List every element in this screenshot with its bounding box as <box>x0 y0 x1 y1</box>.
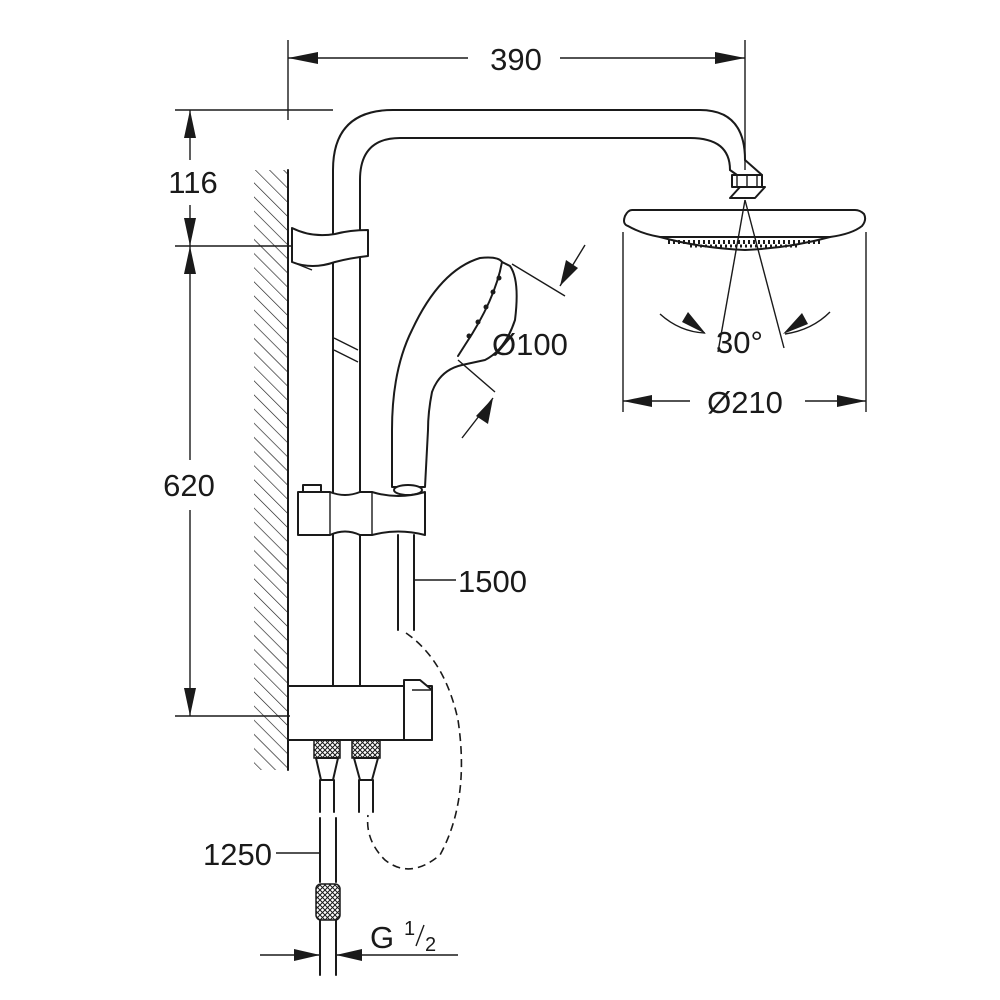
label-shower-hose-length: 1500 <box>458 564 527 599</box>
left-fitting <box>313 739 341 759</box>
dimension-shower-hose-length: 1500 <box>414 564 527 599</box>
dimension-390: 390 <box>287 40 746 170</box>
hand-shower-body <box>391 256 518 488</box>
right-fitting <box>351 739 381 759</box>
wall <box>254 169 289 771</box>
label-supply-hose-length: 1250 <box>203 837 272 872</box>
dimension-supply-hose-length: 1250 <box>203 837 320 872</box>
dimension-head-diameter: Ø210 <box>622 232 867 420</box>
head-shower-nozzles <box>668 240 822 248</box>
label-116: 116 <box>168 165 217 200</box>
shower-riser-arm <box>332 109 763 701</box>
slide-holder <box>297 484 426 536</box>
hand-shower-nozzles <box>466 275 502 339</box>
label-hand-shower-diameter: Ø100 <box>492 327 568 362</box>
label-thread-numerator: 1 <box>404 918 415 940</box>
shower-hose <box>366 534 463 870</box>
label-thread-denominator: 2 <box>425 934 436 956</box>
label-tilt-angle: 30° <box>716 325 763 360</box>
upper-wall-bracket <box>291 227 369 271</box>
label-390: 390 <box>490 42 542 77</box>
hand-shower <box>391 256 518 496</box>
label-head-diameter: Ø210 <box>707 385 783 420</box>
head-shower <box>623 174 867 251</box>
head-shower-plate <box>623 209 867 238</box>
dimension-thread: G 1 2 <box>260 918 458 961</box>
thermostat-body <box>287 679 433 741</box>
dimension-116: 116 <box>168 109 333 247</box>
dimension-tilt-angle: 30° <box>659 199 831 360</box>
wall-hatching <box>254 170 288 770</box>
dimension-hand-shower-diameter: Ø100 <box>457 244 586 439</box>
hose-nut <box>315 883 341 921</box>
label-620: 620 <box>163 468 215 503</box>
supply-connections <box>313 739 381 976</box>
label-thread: G <box>370 920 394 955</box>
dimension-620: 620 <box>163 246 290 717</box>
